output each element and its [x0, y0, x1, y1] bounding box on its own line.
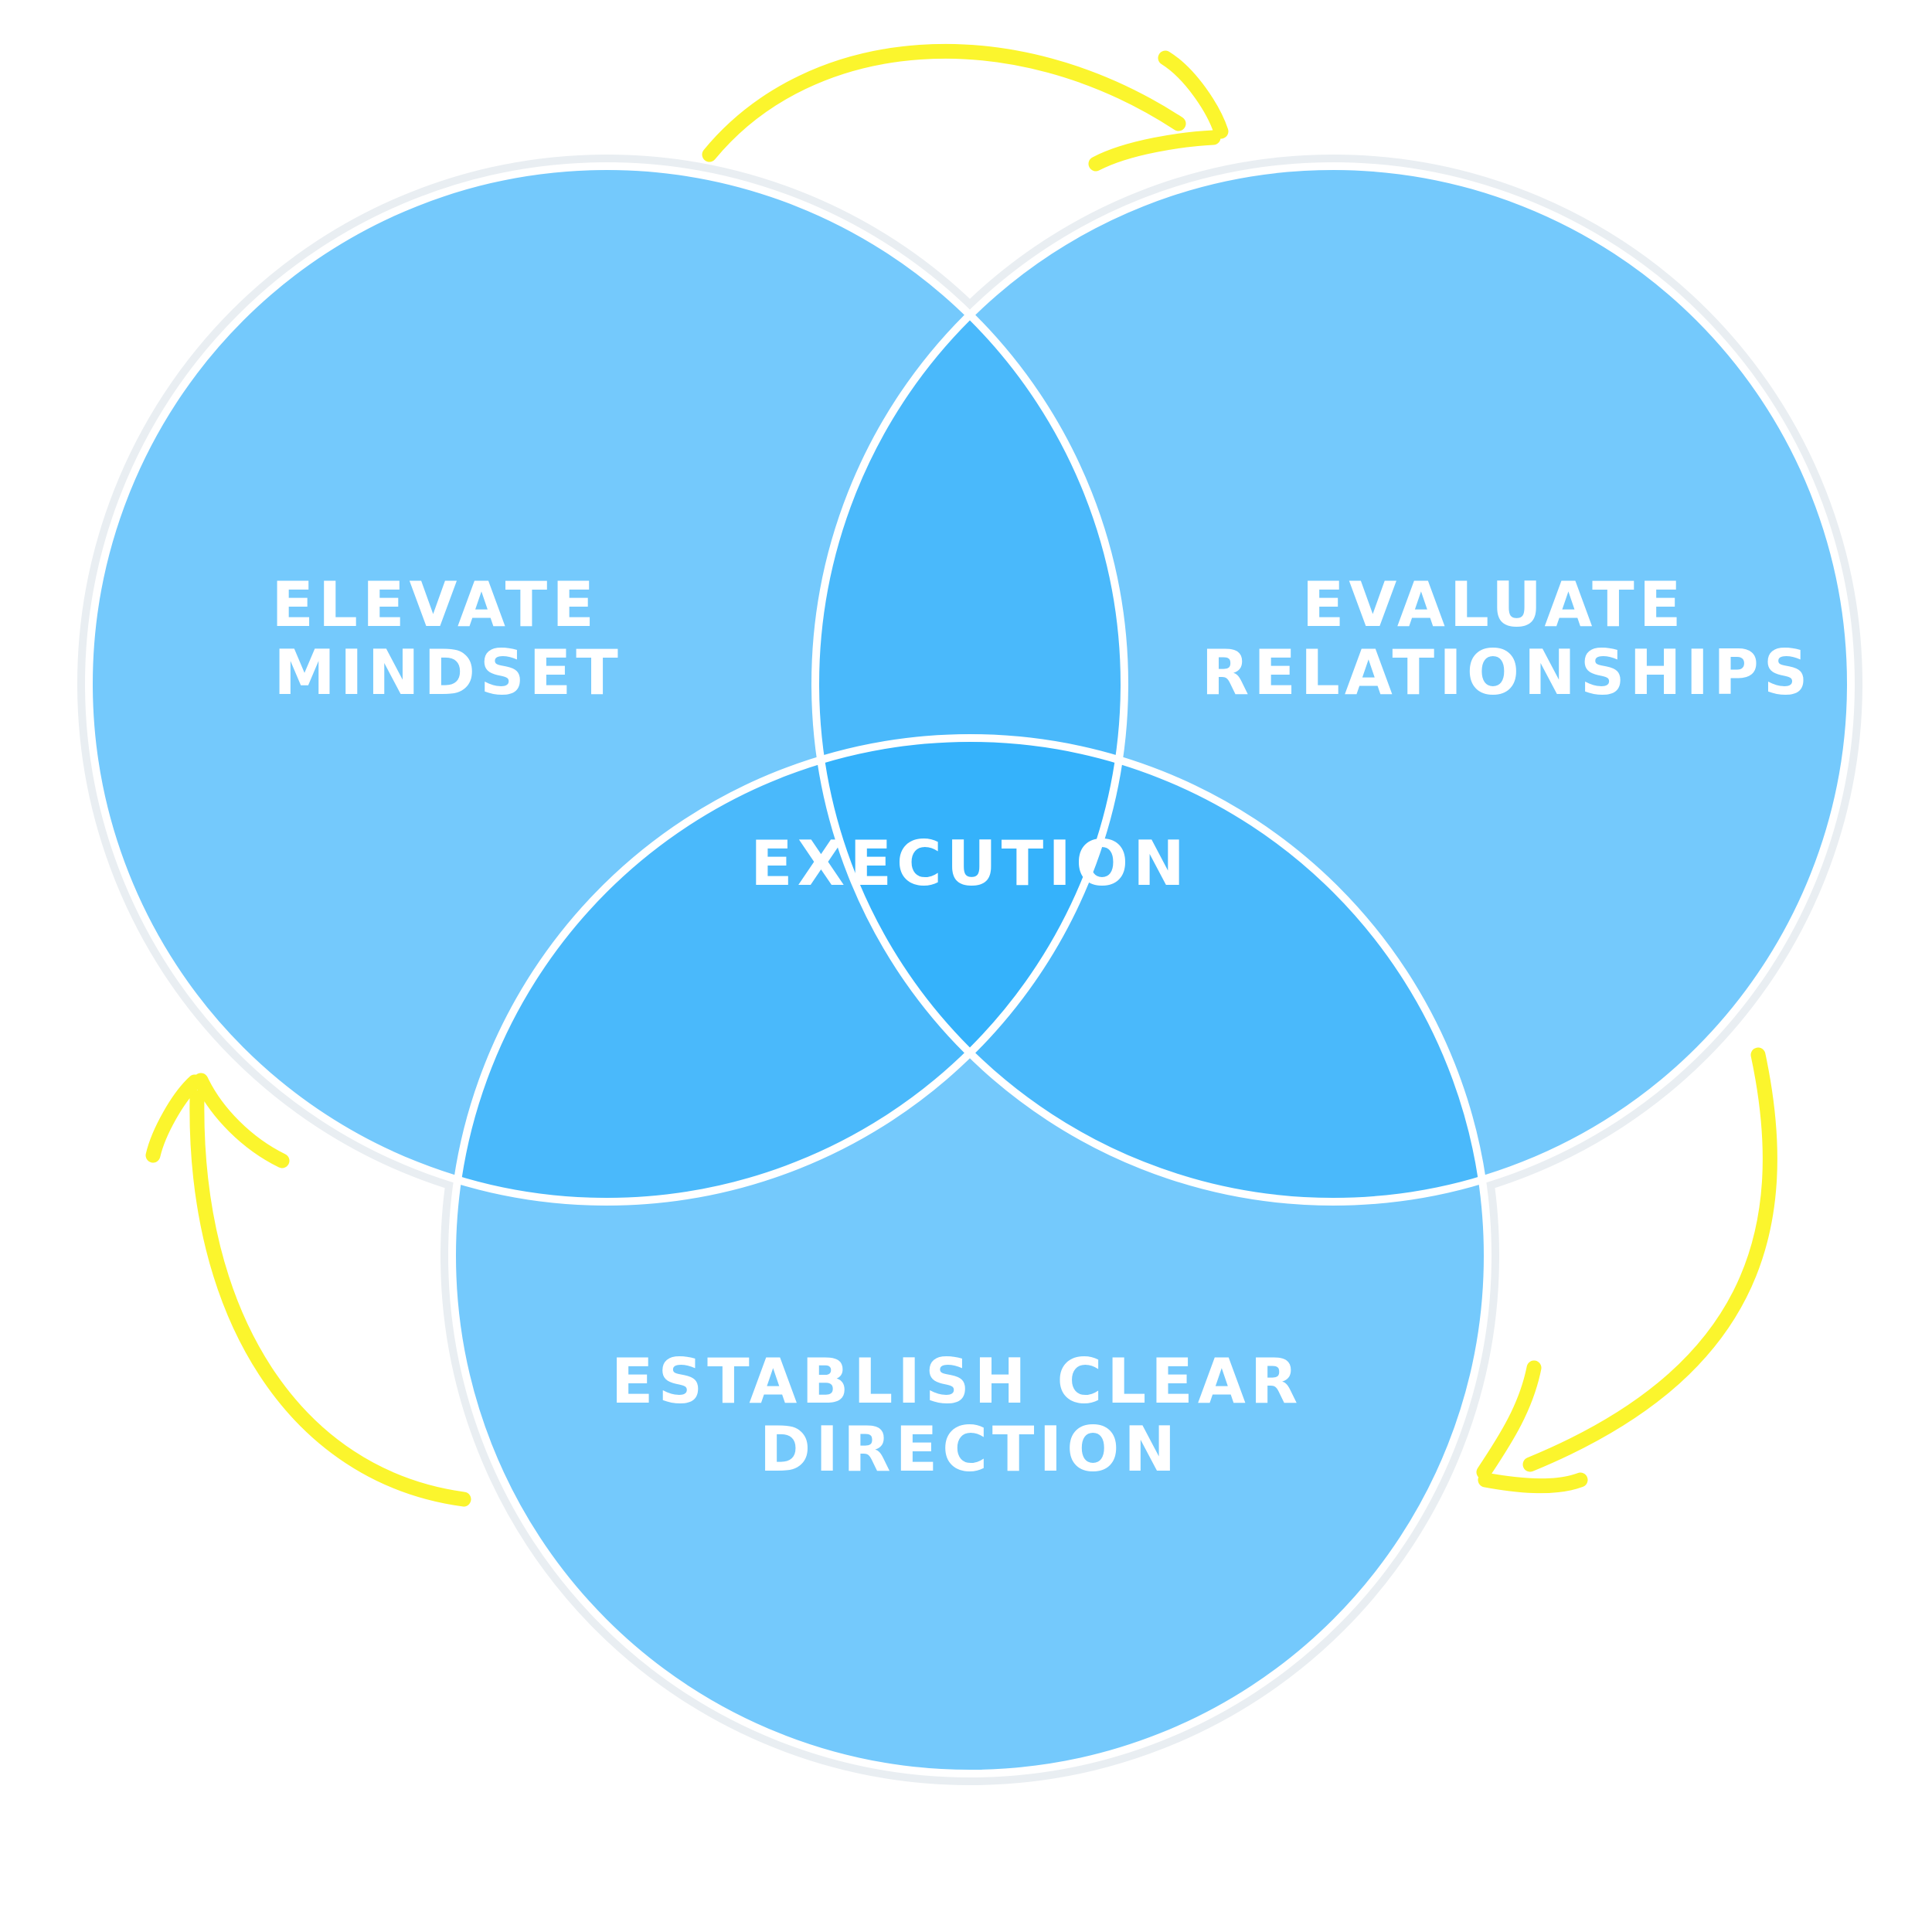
label-evaluate-relationships: EVALUATE RELATIONSHIPS	[1202, 569, 1813, 709]
label-elevate-line1: ELEVATE	[271, 569, 599, 641]
label-establish-clear-direction: ESTABLISH CLEAR DIRECTION	[611, 1345, 1328, 1485]
label-execution: EXECUTION	[750, 828, 1189, 900]
label-elevate-line2: MINDSET	[274, 637, 623, 709]
label-evaluate-line2: RELATIONSHIPS	[1202, 637, 1813, 709]
label-establish-line1: ESTABLISH CLEAR	[611, 1345, 1303, 1417]
label-establish-line2: DIRECTION	[760, 1413, 1180, 1485]
label-elevate-mindset: ELEVATE MINDSET	[271, 569, 625, 709]
overlap-evaluate-establish	[815, 738, 1488, 1202]
arrow-top-icon	[702, 43, 1229, 172]
circle-labels: ELEVATE MINDSET EVALUATE RELATIONSHIPS E…	[271, 569, 1813, 1485]
arrow-right-icon	[1476, 1047, 1777, 1494]
circle-outlines	[85, 162, 1855, 1777]
label-evaluate-line1: EVALUATE	[1302, 569, 1686, 641]
overlap-elevate-establish	[452, 738, 1124, 1202]
arrow-left-icon	[145, 1073, 471, 1507]
cycle-arrows	[145, 43, 1777, 1507]
